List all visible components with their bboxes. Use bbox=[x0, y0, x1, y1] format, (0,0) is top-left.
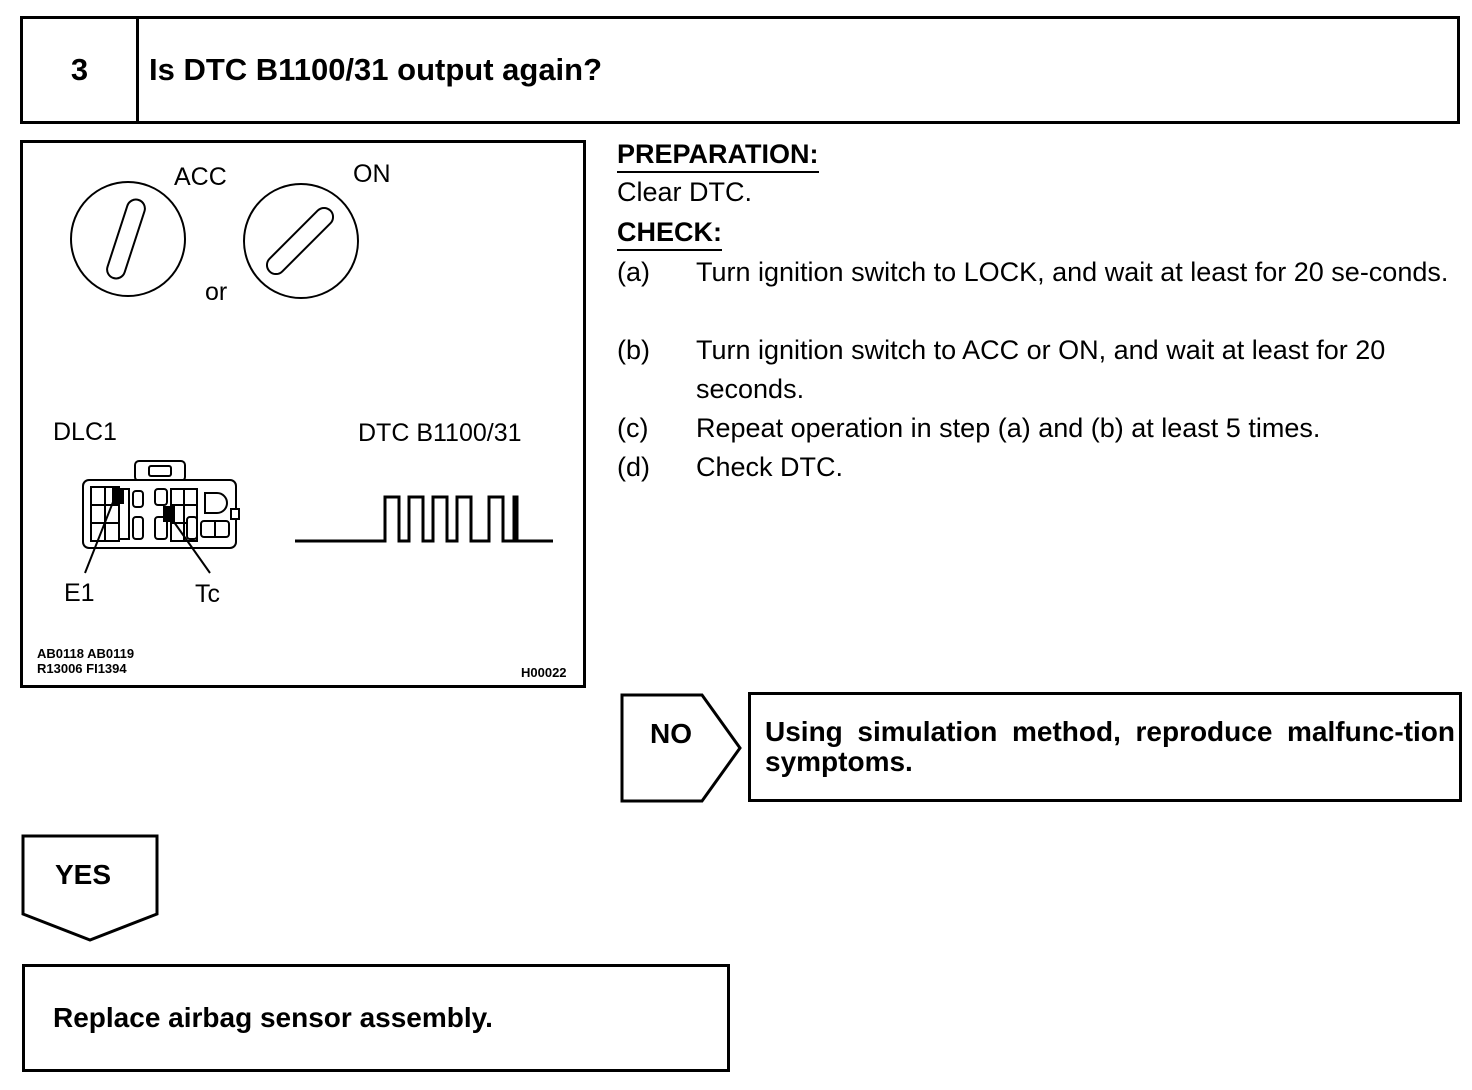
dtc-code-label: DTC B1100/31 bbox=[358, 419, 522, 447]
dtc-waveform-icon bbox=[295, 495, 553, 543]
acc-label: ACC bbox=[174, 163, 227, 191]
down-arrow-icon bbox=[21, 834, 159, 942]
figure-code: H00022 bbox=[521, 665, 567, 680]
step-text: Check DTC. bbox=[696, 452, 844, 482]
yes-result-text: Replace airbag sensor assembly. bbox=[53, 1002, 493, 1033]
right-arrow-icon bbox=[620, 693, 742, 803]
yes-branch-arrow: YES bbox=[21, 834, 161, 944]
check-step: (d) Check DTC. bbox=[617, 448, 1467, 487]
dlc1-connector-icon bbox=[82, 460, 240, 574]
step-letter: (d) bbox=[617, 452, 650, 482]
check-step: (a) Turn ignition switch to LOCK, and wa… bbox=[617, 253, 1467, 331]
no-result-text: Using simulation method, reproduce malfu… bbox=[765, 716, 1455, 777]
preparation-heading: PREPARATION: bbox=[617, 138, 819, 173]
illustration-drawing bbox=[70, 181, 553, 574]
yes-label: YES bbox=[55, 859, 112, 890]
check-heading: CHECK: bbox=[617, 216, 722, 251]
step-letter: (c) bbox=[617, 413, 649, 443]
step-question: Is DTC B1100/31 output again? bbox=[149, 52, 603, 87]
on-label: ON bbox=[353, 160, 391, 188]
step-text: Turn ignition switch to LOCK, and wait a… bbox=[696, 257, 1449, 287]
check-step: (c) Repeat operation in step (a) and (b)… bbox=[617, 409, 1467, 448]
e1-terminal-label: E1 bbox=[64, 579, 95, 607]
or-label: or bbox=[205, 278, 228, 306]
tc-terminal-label: Tc bbox=[195, 580, 220, 608]
on-ignition-switch-icon bbox=[243, 183, 359, 299]
reference-codes-line-1: AB0118 AB0119 bbox=[37, 646, 135, 661]
step-letter: (a) bbox=[617, 257, 650, 287]
yes-result-box: Replace airbag sensor assembly. bbox=[22, 964, 730, 1072]
step-number: 3 bbox=[23, 19, 139, 121]
check-step: (b) Turn ignition switch to ACC or ON, a… bbox=[617, 331, 1467, 409]
no-result-box: Using simulation method, reproduce malfu… bbox=[748, 692, 1462, 802]
step-text: Repeat operation in step (a) and (b) at … bbox=[696, 413, 1321, 443]
no-label: NO bbox=[650, 718, 692, 749]
dlc1-label: DLC1 bbox=[53, 418, 117, 446]
no-branch-arrow: NO bbox=[620, 693, 744, 803]
illustration-panel: ACC ON or DLC1 DTC B1100/31 E1 Tc AB0118… bbox=[20, 140, 586, 688]
acc-ignition-switch-icon bbox=[70, 181, 186, 297]
reference-codes-line-2: R13006 FI1394 bbox=[37, 661, 127, 676]
step-letter: (b) bbox=[617, 335, 650, 365]
step-header: 3 Is DTC B1100/31 output again? bbox=[20, 16, 1460, 124]
step-text: Turn ignition switch to ACC or ON, and w… bbox=[696, 335, 1386, 404]
preparation-text: Clear DTC. bbox=[617, 177, 753, 207]
